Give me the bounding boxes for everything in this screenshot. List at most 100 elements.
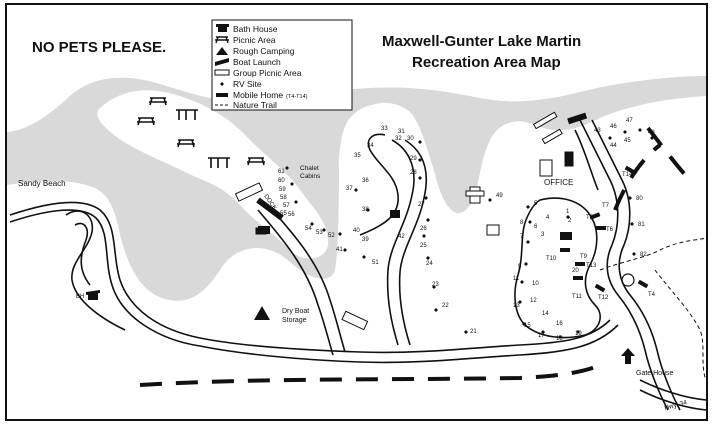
site-27: 27	[418, 202, 425, 208]
site-16: 16	[556, 321, 563, 327]
site-t10: T10	[546, 256, 557, 262]
site-81: 81	[638, 222, 645, 228]
sandy-beach-label: Sandy Beach	[18, 179, 66, 188]
site-46: 46	[610, 124, 617, 130]
legend-mobile-home-note: (T4-T14)	[286, 94, 308, 100]
site-53: 53	[316, 230, 323, 236]
legend-mobile-home-label: Mobile Home	[233, 90, 283, 100]
gate-house-label: Gate House	[636, 370, 673, 377]
site-41: 41	[336, 247, 343, 253]
site-9: 9	[518, 264, 522, 270]
site-21: 21	[470, 329, 477, 335]
site-17: 17	[538, 333, 545, 339]
site-t6: T6	[606, 227, 614, 233]
site-44: 44	[610, 143, 617, 149]
site-2: 2	[568, 218, 572, 224]
site-18: 18	[556, 336, 563, 342]
site-t12: T12	[598, 295, 609, 301]
site-6: 6	[534, 224, 538, 230]
site-52: 52	[328, 233, 335, 239]
rough-camping-icon	[216, 47, 228, 55]
site-37: 37	[346, 186, 353, 192]
site-t14: T14	[622, 172, 633, 178]
site-23: 23	[432, 282, 439, 288]
map-title-line1: Maxwell-Gunter Lake Martin	[382, 33, 581, 50]
picnic-area-icon	[137, 97, 265, 168]
site-t11: T11	[572, 294, 583, 300]
site-13: 13	[513, 303, 520, 309]
boat-launch-icon	[215, 58, 229, 66]
site-40: 40	[353, 228, 360, 234]
site-54: 54	[305, 226, 312, 232]
site-t13: T13	[586, 263, 597, 269]
site-t7: T7	[602, 203, 610, 209]
site-33: 33	[381, 126, 388, 132]
site-5: 5	[534, 201, 538, 207]
site-11: 11	[513, 276, 520, 282]
site-22: 22	[442, 303, 449, 309]
storage-label: Storage	[282, 317, 307, 324]
legend-box	[211, 19, 353, 111]
legend-bath-house: Bath House	[233, 24, 278, 34]
legend-group-picnic-area: Group Picnic Area	[233, 68, 302, 78]
site-32: 32	[395, 136, 402, 142]
bath-house-icon	[86, 210, 572, 300]
site-7: 7	[520, 234, 524, 240]
site-10: 10	[532, 281, 539, 287]
site-45: 45	[624, 138, 631, 144]
site-39: 39	[362, 237, 369, 243]
site-61: 61	[278, 169, 285, 175]
site-15: 15	[524, 323, 531, 329]
site-48: 48	[648, 130, 655, 136]
site-42: 42	[398, 234, 405, 240]
mobile-home-icon	[560, 165, 649, 293]
map-title-line2: Recreation Area Map	[412, 54, 561, 71]
legend-boat-launch: Boat Launch	[233, 57, 281, 67]
legend-rough-camping: Rough Camping	[233, 46, 295, 56]
site-t9: T9	[580, 254, 588, 260]
site-57: 57	[283, 203, 290, 209]
site-28: 28	[410, 170, 417, 176]
site-58: 58	[280, 195, 287, 201]
rv-site-icon	[220, 82, 224, 86]
site-31: 31	[398, 129, 405, 135]
site-8: 8	[520, 220, 524, 226]
legend-nature-trail: Nature Trail	[233, 100, 277, 110]
rough-camping-icon	[254, 306, 270, 320]
site-60: 60	[278, 178, 285, 184]
roads	[9, 119, 707, 411]
perimeter-dashes	[139, 126, 692, 387]
site-43: 43	[594, 128, 601, 134]
chalet-label: Chalet	[300, 165, 319, 172]
legend-picnic-area: Picnic Area	[233, 35, 276, 45]
site-14: 14	[542, 311, 549, 317]
cabins-label: Cabins	[300, 173, 321, 180]
site-38: 38	[362, 207, 369, 213]
site-82: 82	[640, 252, 647, 258]
site-24: 24	[426, 261, 433, 267]
site-4: 4	[546, 215, 550, 221]
legend-mobile-home: Mobile Home(T4-T14)	[233, 90, 308, 100]
site-47: 47	[626, 118, 633, 124]
legend-rv-site: RV Site	[233, 79, 262, 89]
gate-house-icon	[621, 348, 635, 364]
site-59: 59	[279, 187, 286, 193]
map-legend: Bath House Picnic Area Rough Camping Boa…	[211, 19, 353, 111]
site-3: 3	[541, 232, 545, 238]
site-36: 36	[362, 178, 369, 184]
site-20: 20	[572, 268, 579, 274]
circle-marker	[621, 273, 635, 287]
site-51: 51	[372, 260, 379, 266]
site-34: 34	[367, 143, 374, 149]
dry-boat-label: Dry Boat	[282, 308, 309, 315]
nature-trail	[599, 237, 707, 381]
site-numbers: 61 60 59 58 57 56 55 54 53 52 41 40 51 3…	[278, 118, 656, 342]
site-56: 56	[288, 212, 295, 218]
site-25: 25	[420, 243, 427, 249]
site-30: 30	[407, 136, 414, 142]
site-80: 80	[636, 196, 643, 202]
site-35: 35	[354, 153, 361, 159]
site-12: 12	[530, 298, 537, 304]
picnic-area-icon	[215, 36, 229, 44]
